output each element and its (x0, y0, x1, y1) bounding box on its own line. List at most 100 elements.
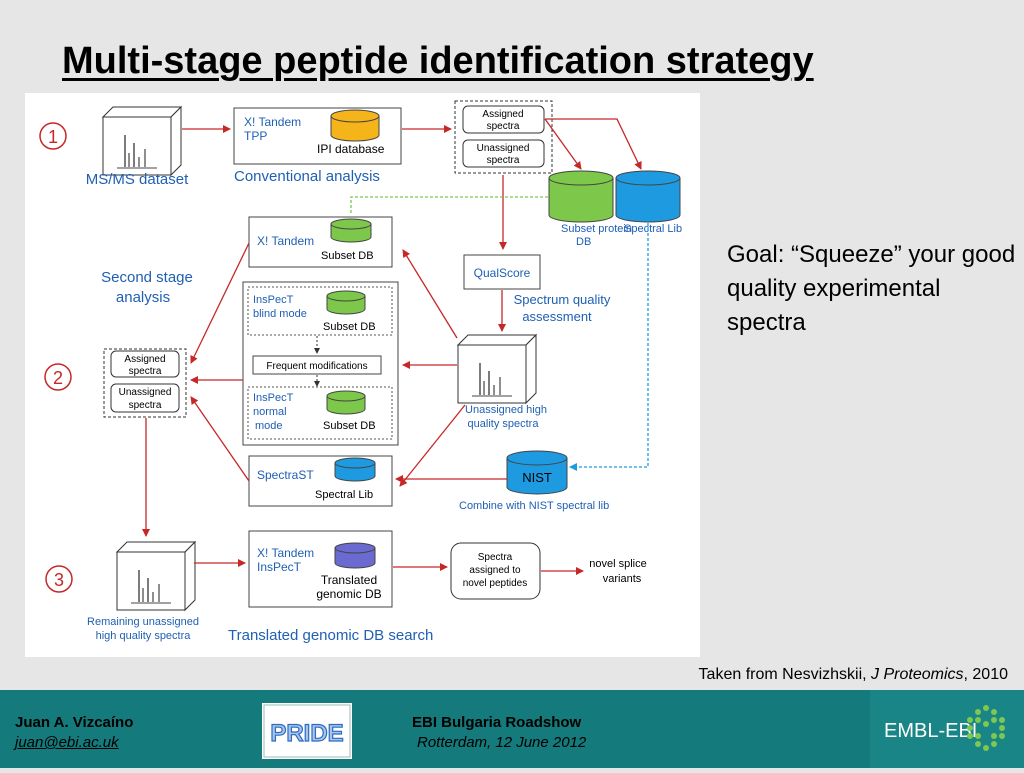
workflow-diagram: 1 MS/MS dataset X! Tandem TPP IPI databa… (25, 93, 700, 657)
embl-ebi-logo: EMBL-EBI (870, 690, 1024, 768)
embl-ebi-logo-text: EMBL-EBI (884, 720, 977, 742)
nist-db-icon (506, 450, 568, 495)
translated-search-label: Translated genomic DB search (228, 627, 433, 644)
subset-db-label-3: Subset DB (323, 420, 376, 432)
arrow-assigned-to-spectral-lib (545, 118, 642, 170)
unassigned-spectra-1-line1: Unassigned (477, 143, 530, 154)
footer: Juan A. Vizcaíno juan@ebi.ac.uk PRIDE EB… (0, 690, 1024, 768)
spectrum-quality-label-1: Spectrum quality (514, 292, 611, 307)
xtandem-label: X! Tandem (244, 115, 301, 129)
arrow-assigned-to-subset-db (544, 118, 582, 170)
subset-db-label-1: Subset DB (321, 250, 374, 262)
pride-logo-text: PRIDE (270, 720, 343, 747)
unassigned-spectra-2-line2: spectra (129, 400, 162, 411)
conventional-analysis-label: Conventional analysis (234, 168, 380, 185)
inspect-normal-label: InsPecT (253, 392, 294, 404)
second-stage-label-1: Second stage (101, 269, 193, 286)
combine-nist-label: Combine with NIST spectral lib (459, 500, 609, 512)
msms-dataset-label: MS/MS dataset (86, 171, 189, 188)
step-2-circle (44, 363, 72, 391)
step-1-label: 1 (48, 127, 58, 147)
event-name: EBI Bulgaria Roadshow (412, 714, 582, 731)
msms-dataset-icon (102, 106, 182, 176)
xtandem-subset-label: X! Tandem (257, 234, 314, 248)
step-3-label: 3 (54, 570, 64, 590)
subset-db-label-2: Subset DB (323, 321, 376, 333)
spectral-lib-icon (615, 170, 681, 223)
unassigned-spectra-1-line2: spectra (487, 155, 520, 166)
inspect-3-label: InsPecT (257, 560, 302, 574)
spectrast-label: SpectraST (257, 468, 314, 482)
spectra-novel-box (450, 542, 541, 600)
assigned-spectra-2-line1: Assigned (124, 354, 165, 365)
frequent-modifications-label: Frequent modifications (266, 361, 367, 372)
spectral-lib-icon-2 (334, 457, 376, 482)
ipi-database-icon (330, 109, 380, 142)
assigned-spectra-1-line1: Assigned (482, 109, 523, 120)
unassigned-hq-label-1: Unassigned high (465, 404, 547, 416)
translated-label-1: Translated (321, 573, 377, 587)
remaining-label-1: Remaining unassigned (87, 616, 199, 628)
arrow-xtandem-to-spectra (190, 242, 250, 364)
step-3-circle (45, 565, 73, 593)
stage1-spectra-group (454, 100, 553, 174)
spectral-lib-label-2: Spectral Lib (315, 489, 373, 501)
ipi-database-label: IPI database (317, 142, 385, 156)
unassigned-spectra-box-1 (462, 139, 545, 168)
arrow-spectral-lib-to-nist (569, 223, 649, 471)
inspect-blind-label: InsPecT (253, 294, 294, 306)
assigned-spectra-2-line2: spectra (129, 366, 162, 377)
goal-text: Goal: “Squeeze” your good quality experi… (727, 241, 1016, 336)
arrow-subset-db-to-xtandem (350, 196, 561, 215)
inspect-blind-box (247, 286, 393, 336)
novel-splice-label-1: novel splice (589, 558, 646, 570)
author-email-link[interactable]: juan@ebi.ac.uk (15, 734, 119, 751)
tpp-label: TPP (244, 129, 267, 143)
unassigned-hq-label-2: quality spectra (468, 418, 540, 430)
remaining-spectra-icon (116, 541, 196, 611)
arrow-hq-to-xtandem (402, 249, 458, 339)
inspect-normal-box (247, 386, 393, 440)
citation-prefix: Taken from Nesvizhskii, (698, 666, 872, 683)
subset-protein-db-label-1: Subset protein (561, 223, 632, 235)
spectra-novel-line1: Spectra (478, 552, 513, 563)
arrow-spectrast-to-spectra (190, 396, 250, 482)
frequent-modifications-box (252, 355, 382, 375)
subset-db-icon-3 (326, 390, 366, 415)
translated-db-icon (334, 542, 376, 569)
spectra-novel-line2: assigned to (469, 565, 521, 576)
step-1-circle (39, 122, 67, 150)
event-place-date: Rotterdam, 12 June 2012 (417, 734, 587, 751)
qualscore-label: QualScore (474, 266, 531, 280)
second-stage-label-2: analysis (116, 289, 170, 306)
citation: Taken from Nesvizhskii, J Proteomics, 20… (699, 666, 1008, 684)
translated-search-box (248, 530, 393, 608)
spectra-novel-line3: novel peptides (463, 578, 528, 589)
subset-protein-db-label-2: DB (576, 236, 591, 248)
author-name: Juan A. Vizcaíno (15, 714, 134, 731)
unassigned-hq-icon (457, 334, 537, 404)
assigned-spectra-box-2 (110, 350, 180, 378)
mode-label: mode (255, 420, 283, 432)
embl-hexagon-icon (967, 705, 1005, 751)
subset-protein-db-icon (548, 170, 614, 223)
stage2-spectra-group (103, 348, 187, 418)
unassigned-spectra-box-2 (110, 383, 180, 413)
translated-label-2: genomic DB (316, 587, 381, 601)
blind-mode-label: blind mode (253, 308, 307, 320)
citation-journal: J Proteomics (871, 666, 964, 683)
arrow-hq-to-spectrast (399, 404, 466, 487)
assigned-spectra-box-1 (462, 105, 545, 134)
page-title: Multi-stage peptide identification strat… (62, 40, 814, 82)
qualscore-box (463, 254, 541, 290)
step-2-label: 2 (53, 368, 63, 388)
pride-logo: PRIDE (262, 703, 352, 759)
citation-suffix: , 2010 (963, 666, 1008, 683)
assigned-spectra-1-line2: spectra (487, 121, 520, 132)
unassigned-spectra-2-line1: Unassigned (119, 387, 172, 398)
remaining-label-2: high quality spectra (96, 630, 192, 642)
subset-db-icon-1 (330, 218, 372, 243)
normal-label: normal (253, 406, 287, 418)
spectrum-quality-label-2: assessment (522, 309, 592, 324)
spectral-lib-label: Spectral Lib (624, 223, 682, 235)
